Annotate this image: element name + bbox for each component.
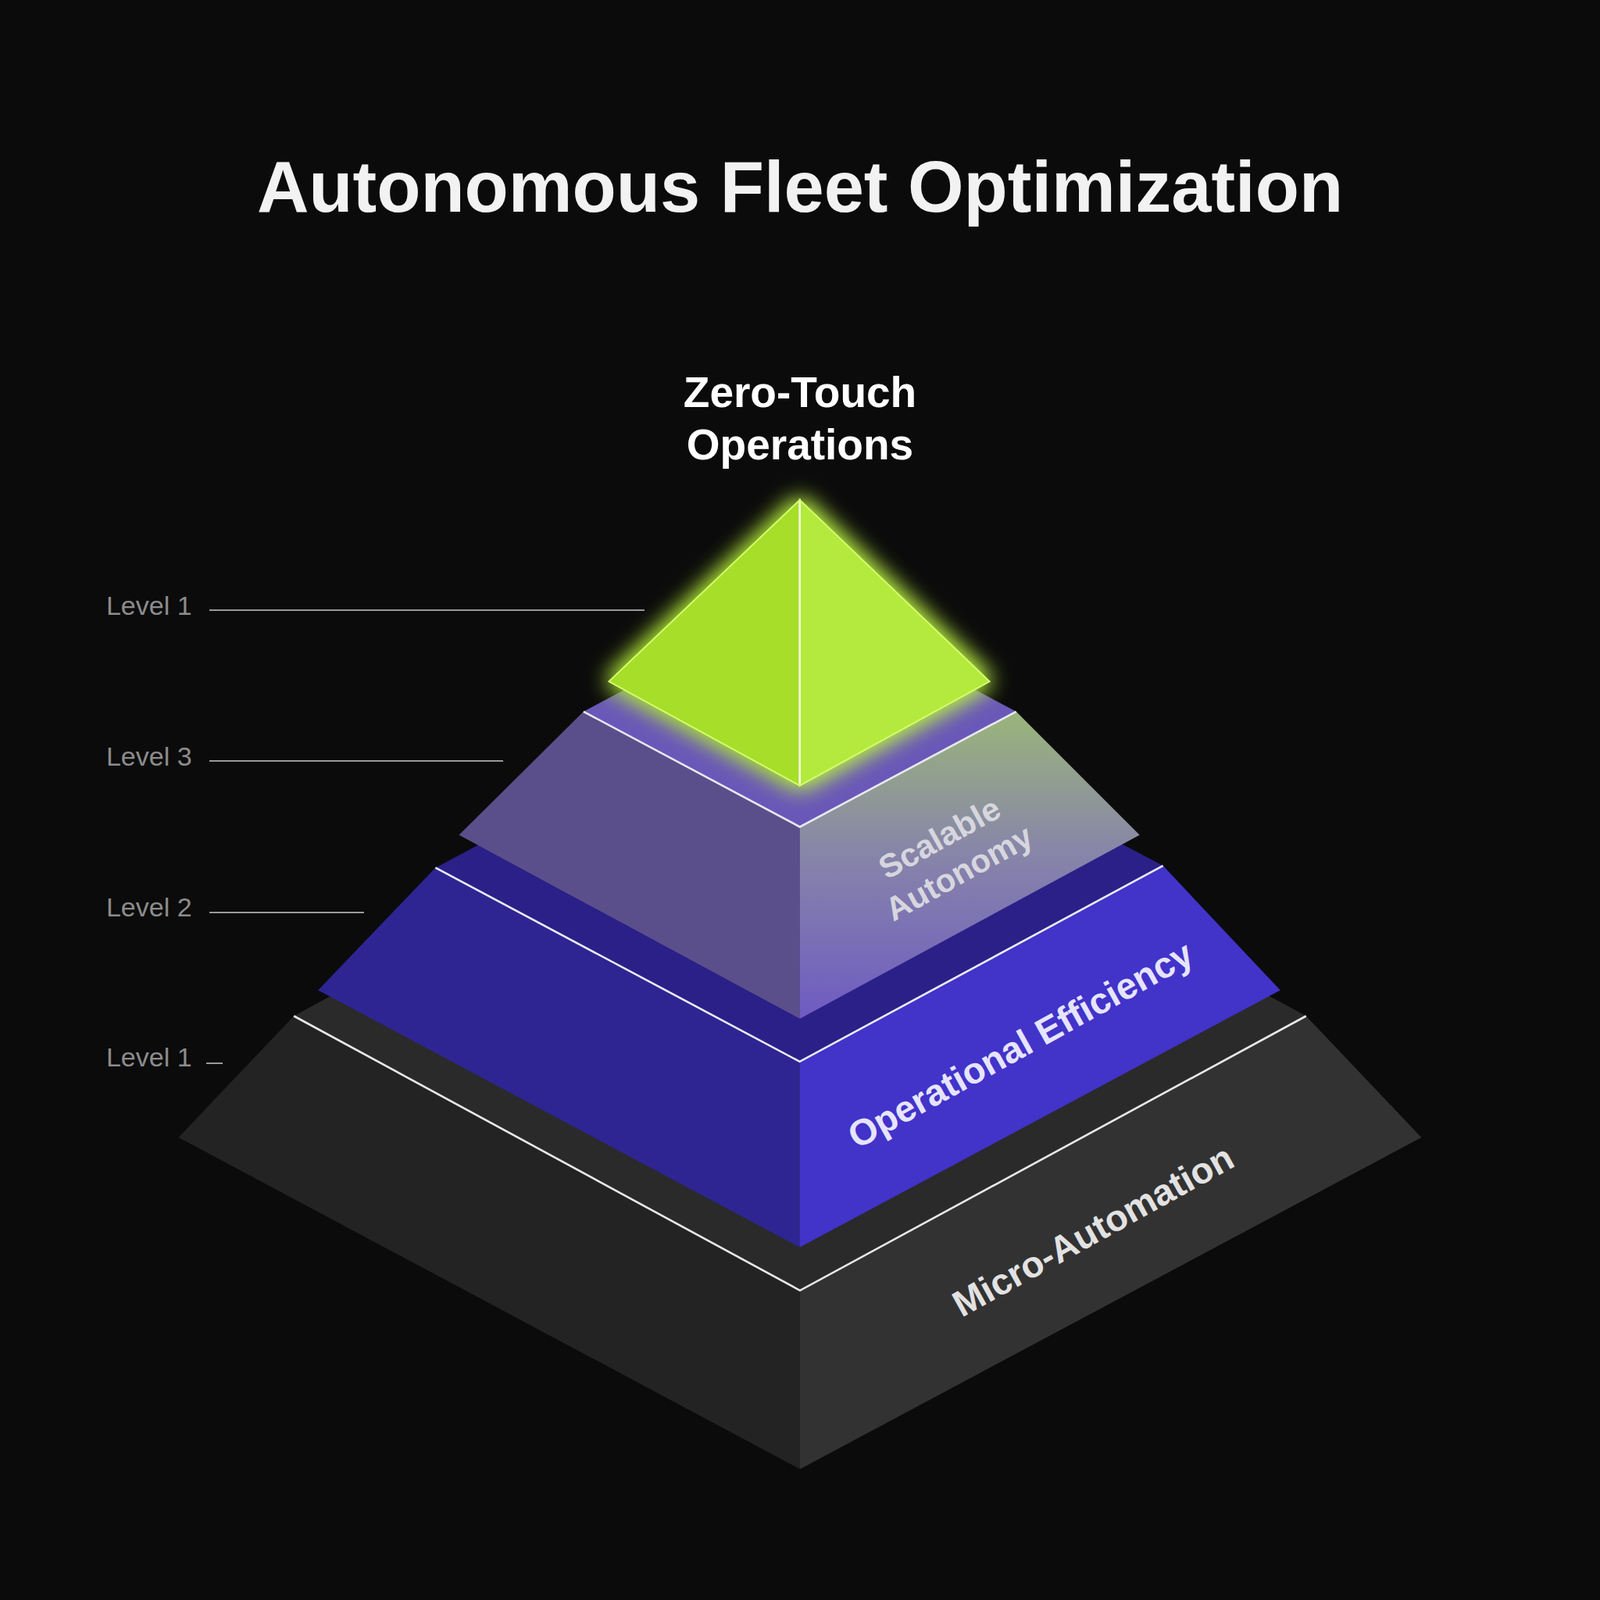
band-faces [178,742,1422,1470]
diagram-title: Autonomous Fleet Optimization [0,146,1600,229]
level-label: Level 3 [106,740,193,772]
edge-highlight [799,502,802,784]
pyramid-band: Zero-Touch Operations [550,346,1051,817]
pyramid-face [800,1016,1422,1470]
apex-heading: Zero-Touch Operations [635,365,965,471]
leader-line [209,760,504,762]
leader-line [209,911,365,914]
band-shape [550,346,1051,817]
pyramid-face [178,1016,800,1470]
level-label: Level 2 [106,892,193,923]
level-label: Level 1 [106,1042,193,1073]
level-label: Level 1 [106,589,193,621]
leader-line [206,1062,223,1065]
edge-highlight [293,1016,1307,1291]
leader-line [209,609,645,611]
